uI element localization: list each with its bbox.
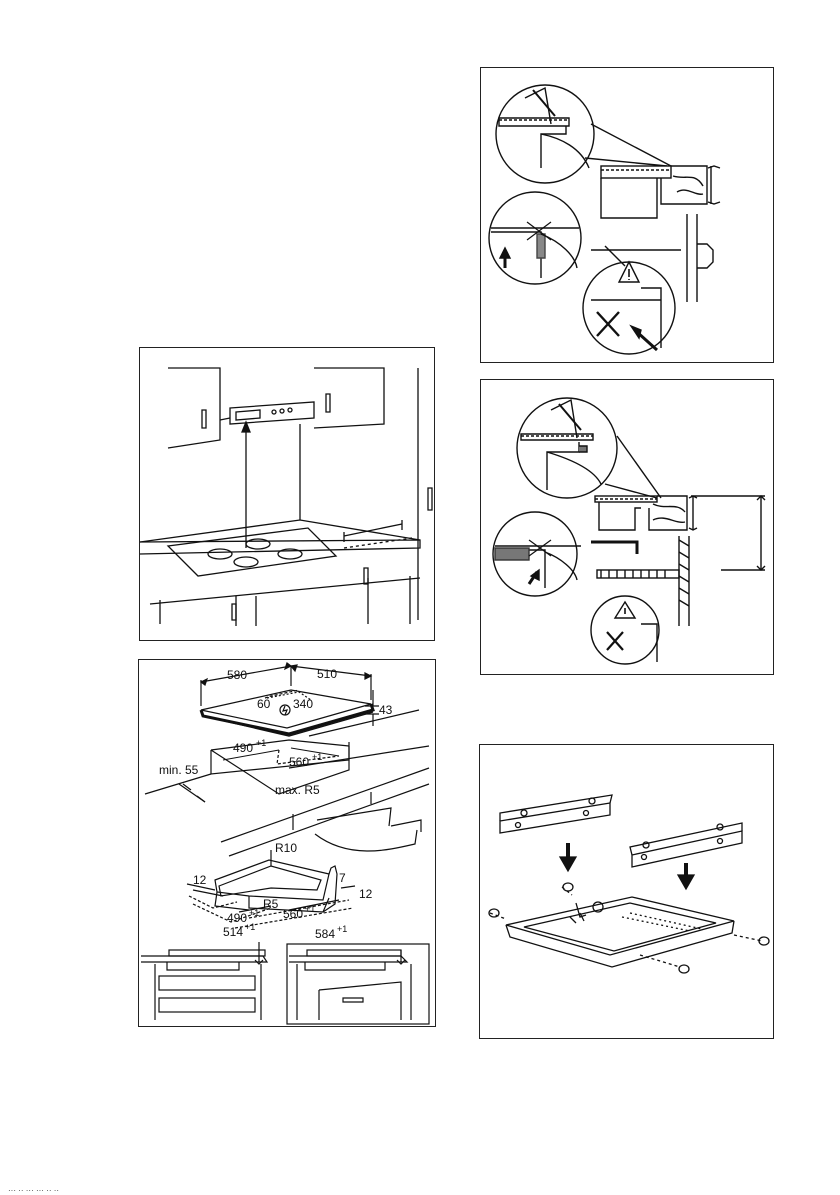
dim-340: 340 (293, 697, 313, 711)
dim-510: 510 (317, 667, 337, 681)
dimensions-illustration: 580 510 60 340 43 490 +1 560 +1 min. 55 … (139, 660, 437, 1028)
dim-490: 490 (233, 741, 253, 755)
sealing-detail-panel (480, 67, 774, 363)
dim-560: 560 (289, 755, 309, 769)
dim-560-tolerance: +1 (312, 752, 322, 762)
dim-frame-514: 514 (223, 925, 243, 939)
bracket-mounting-panel (479, 744, 774, 1039)
dim-12-left: 12 (193, 873, 207, 887)
dim-43: 43 (379, 703, 393, 717)
frame-installation-illustration (481, 380, 775, 676)
dim-frame-584-tolerance: +1 (337, 924, 347, 934)
dim-r5: R5 (263, 897, 279, 911)
dim-580: 580 (227, 668, 247, 682)
dim-frame-584: 584 (315, 927, 335, 941)
frame-installation-panel (480, 379, 774, 675)
dim-frame-490-tolerance: +1 (249, 908, 259, 918)
dim-60: 60 (257, 697, 271, 711)
dim-frame-560: 560 (283, 907, 303, 921)
dimensions-panel: 580 510 60 340 43 490 +1 560 +1 min. 55 … (138, 659, 436, 1027)
dim-7: 7 (339, 871, 346, 885)
dim-12-right: 12 (359, 887, 373, 901)
dim-max-r5: max. R5 (275, 783, 320, 797)
bracket-mounting-illustration (480, 745, 775, 1040)
sealing-detail-illustration (481, 68, 775, 364)
dim-frame-514-tolerance: +1 (245, 922, 255, 932)
dim-r10: R10 (275, 841, 297, 855)
page-footer: ··· ·· ··· ··· ·· ·· (8, 1186, 59, 1195)
dim-490-tolerance: +1 (256, 738, 266, 748)
dim-frame-560-tolerance: +1 (305, 904, 315, 914)
kitchen-overview-illustration (140, 348, 436, 642)
kitchen-overview-panel (139, 347, 435, 641)
dim-min55: min. 55 (159, 763, 199, 777)
